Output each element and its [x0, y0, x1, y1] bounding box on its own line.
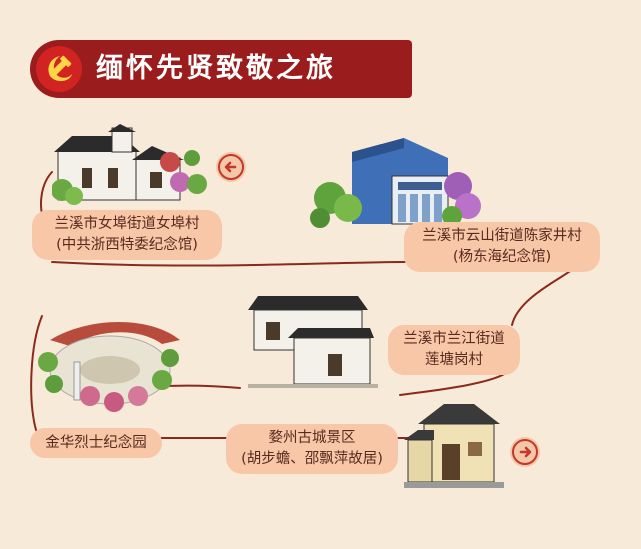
- memorial-park-illustration: [38, 322, 180, 412]
- arrow-right-icon: [510, 437, 540, 467]
- title-banner: 缅怀先贤致敬之旅: [30, 40, 412, 98]
- stop-label-line1: 金华烈士纪念园: [45, 435, 147, 451]
- stop-label-line2: (杨东海纪念馆): [452, 249, 552, 265]
- stop-label-line1: 兰溪市云山街道陈家井村: [422, 228, 582, 244]
- building-liantanggang-illustration: [248, 296, 378, 388]
- building-chenjiajing-illustration: [310, 138, 481, 228]
- stop-label-liantanggang: 兰溪市兰江街道 莲塘岗村: [388, 325, 520, 375]
- stop-label-line1: 兰溪市兰江街道: [403, 331, 505, 347]
- building-nvbu-illustration: [52, 124, 207, 205]
- arrow-left-icon: [216, 152, 246, 182]
- stop-label-wuzhou: 婺州古城景区 (胡步蟾、邵飘萍故居): [226, 424, 398, 474]
- stop-label-line2: 莲塘岗村: [425, 352, 483, 368]
- stop-label-line1: 婺州古城景区: [268, 430, 356, 446]
- page-title: 缅怀先贤致敬之旅: [96, 53, 336, 84]
- stop-label-nvbu: 兰溪市女埠街道女埠村 (中共浙西特委纪念馆): [32, 210, 222, 260]
- stop-label-line2: (胡步蟾、邵飘萍故居): [241, 451, 383, 467]
- stop-label-line2: (中共浙西特委纪念馆): [56, 237, 198, 253]
- building-wuzhou-illustration: [404, 404, 504, 488]
- hammer-and-sickle-icon: [36, 46, 82, 92]
- stop-label-line1: 兰溪市女埠街道女埠村: [54, 216, 200, 232]
- stop-label-jinhua-martyrs: 金华烈士纪念园: [30, 428, 162, 458]
- stop-label-chenjiajing: 兰溪市云山街道陈家井村 (杨东海纪念馆): [404, 222, 600, 272]
